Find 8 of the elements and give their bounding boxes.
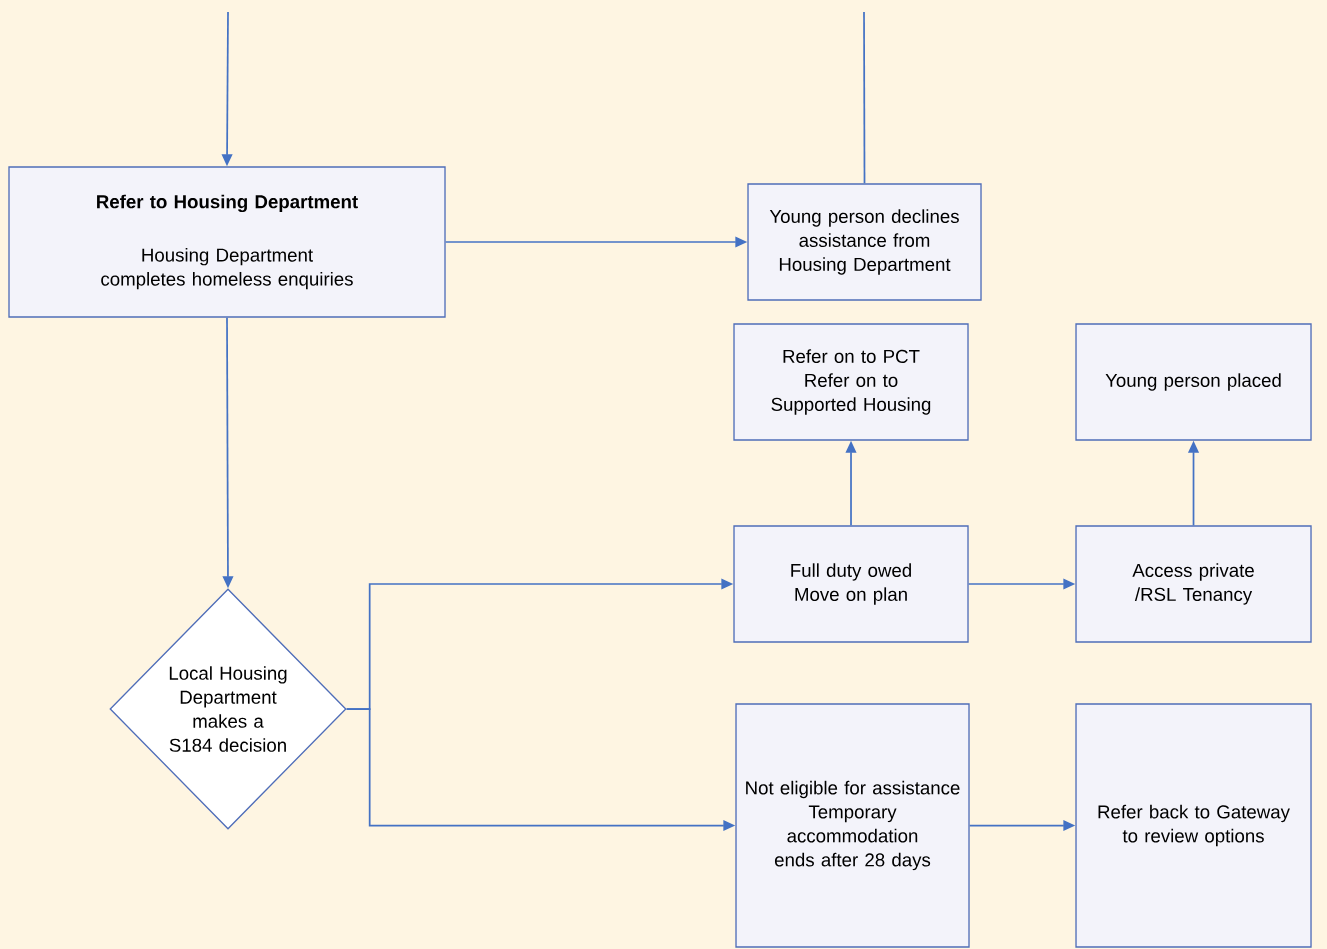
process-box: Refer back to Gateway to review options [1075, 703, 1312, 948]
process-box: Not eligible for assistance Temporary accommodation ends after 28 days [735, 703, 970, 948]
process-box: Access private /RSL Tenancy [1075, 525, 1312, 643]
process-box: Young person declines assistance from Housing Department [747, 183, 982, 301]
process-box: Full duty owed Move on plan [733, 525, 969, 643]
process-box: Refer on to PCT Refer on to Supported Housing [733, 323, 969, 441]
process-box: Young person placed [1075, 323, 1312, 441]
process-box: Refer to Housing Department Housing Department completes homeless enquiries [8, 166, 446, 318]
